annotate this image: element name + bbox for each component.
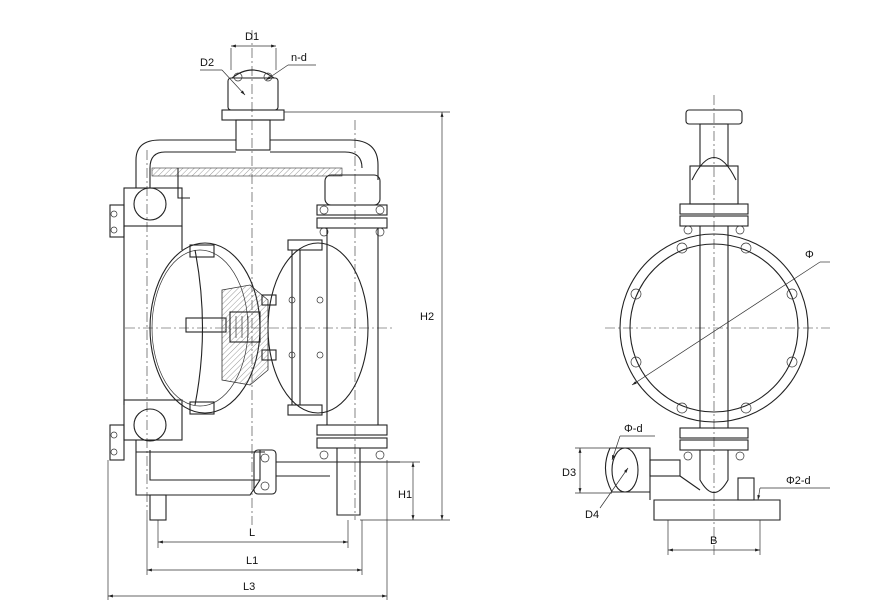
outlet-flange [221,69,285,151]
label-l3: L3 [243,581,255,593]
dim-l1: L1 [146,520,363,575]
label-h1: H1 [398,489,412,501]
side-chamber-ring [619,226,809,428]
dim-d4: D4 [585,467,629,521]
dim-nd: n-d [265,52,316,81]
side-view: Φ Φ-d D3 D4 Φ2-d B [562,95,830,555]
dim-h1: H1 [398,461,420,520]
dim-phi: Φ [631,249,830,386]
label-phid: Φ-d [624,423,643,435]
label-b: B [710,535,717,547]
right-diaphragm-chamber [267,239,369,416]
front-view: D1 D2 n-d H2 H1 [107,30,450,600]
label-nd: n-d [291,52,307,64]
label-h2: H2 [420,311,434,323]
side-bottom-inlet [604,427,781,521]
dim-phi2d: Φ2-d [757,475,830,501]
dim-d3: D3 [562,447,612,494]
dim-phid: Φ-d [611,423,655,461]
label-phi: Φ [805,249,814,261]
left-vertical-pipe [109,187,183,461]
dim-l3: L3 [107,460,388,600]
dim-h2: H2 [284,111,450,521]
side-top-outlet [679,109,749,235]
top-manifold [135,139,379,199]
label-d1: D1 [245,31,259,43]
label-d2: D2 [200,57,214,69]
right-vertical-pipe [316,174,388,516]
label-phi2d: Φ2-d [786,475,811,487]
label-d4: D4 [585,509,599,521]
label-l1: L1 [246,555,258,567]
dim-b: B [667,520,761,555]
dim-d2: D2 [200,57,246,96]
dim-d1: D1 [230,31,277,70]
label-d3: D3 [562,467,576,479]
label-l: L [249,527,255,539]
air-valve-body [221,284,277,386]
dim-l: L [157,520,349,548]
